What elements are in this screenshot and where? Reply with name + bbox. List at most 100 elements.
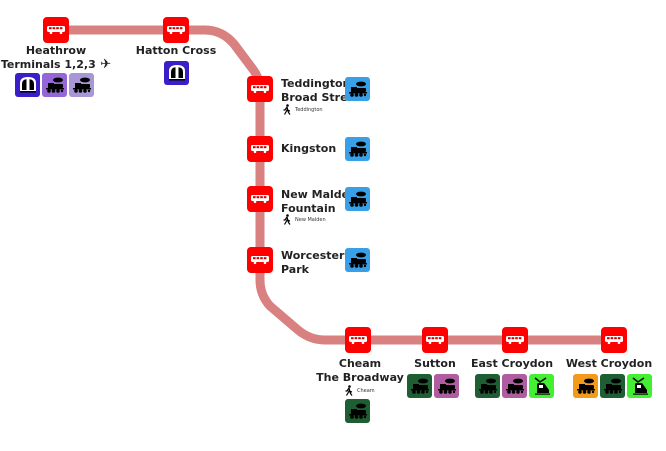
rail-interchange[interactable] [573, 374, 598, 398]
bus-stop-new-malden[interactable] [247, 186, 273, 212]
rail-interchange[interactable] [345, 187, 370, 211]
bus-route-line [51, 25, 620, 345]
bus-stop-teddington[interactable] [247, 76, 273, 102]
bus-icon [251, 256, 269, 265]
bus-stop-east-croydon[interactable] [502, 327, 528, 353]
stop-name-line: West Croydon [565, 357, 653, 370]
train-icon [348, 141, 367, 157]
train-icon [72, 77, 91, 93]
walking-person-icon [283, 214, 291, 225]
train-icon [505, 378, 524, 394]
train-icon [437, 378, 456, 394]
stop-name-line: Park [281, 263, 309, 276]
stop-name-line: New Malden [281, 188, 357, 201]
interchange-modes-worcester-park [345, 248, 370, 272]
tram-interchange[interactable] [529, 374, 554, 398]
rail-interchange[interactable] [475, 374, 500, 398]
stop-name-line: Kingston [281, 142, 337, 155]
bus-icon [47, 26, 65, 35]
tram-icon [534, 377, 550, 395]
bus-icon [506, 336, 524, 345]
walk-destination: Teddington [295, 106, 323, 113]
rail-interchange[interactable] [345, 77, 370, 101]
walking-person-icon [283, 104, 291, 115]
underground-icon [19, 77, 36, 93]
train-icon [45, 77, 64, 93]
stop-name-line: Cheam [338, 357, 382, 370]
tram-interchange[interactable] [627, 374, 652, 398]
interchange-modes-sutton [407, 374, 459, 398]
walking-transfer-cheam: Cheam [344, 385, 375, 396]
stop-label-sutton: Sutton [414, 357, 456, 371]
stop-label-hatton-cross: Hatton Cross [136, 44, 217, 58]
stop-name-line: Worcester [281, 249, 345, 262]
rail-interchange[interactable] [69, 73, 94, 97]
interchange-modes-kingston [345, 137, 370, 161]
interchange-modes-cheam [345, 399, 370, 423]
bus-stop-kingston[interactable] [247, 136, 273, 162]
underground-interchange[interactable] [164, 61, 189, 85]
train-icon [348, 403, 367, 419]
rail-interchange[interactable] [434, 374, 459, 398]
train-icon [348, 191, 367, 207]
walking-transfer-teddington: Teddington [282, 104, 323, 115]
stop-name-line: Hatton Cross [135, 44, 217, 57]
rail-interchange[interactable] [345, 399, 370, 423]
bus-icon [251, 195, 269, 204]
bus-stop-heathrow[interactable] [43, 17, 69, 43]
bus-stop-cheam[interactable] [345, 327, 371, 353]
interchange-modes-heathrow [15, 73, 94, 97]
interchange-modes-teddington [345, 77, 370, 101]
stop-name-line: Heathrow [25, 44, 87, 57]
rail-interchange[interactable] [407, 374, 432, 398]
underground-icon [168, 65, 185, 81]
bus-icon [349, 336, 367, 345]
bus-icon [426, 336, 444, 345]
train-icon [348, 252, 367, 268]
stop-name-line: Terminals 1,2,3 ✈ [0, 57, 112, 72]
stop-name-line: Fountain [281, 202, 336, 215]
train-icon [410, 378, 429, 394]
train-icon [478, 378, 497, 394]
tram-icon [632, 377, 648, 395]
interchange-modes-hatton-cross [164, 61, 189, 85]
bus-icon [251, 85, 269, 94]
walking-transfer-new-malden: New Malden [282, 214, 326, 225]
train-icon [576, 378, 595, 394]
stop-name-line: Sutton [414, 357, 456, 370]
rail-interchange[interactable] [345, 248, 370, 272]
rail-interchange[interactable] [600, 374, 625, 398]
interchange-modes-new-malden [345, 187, 370, 211]
stop-name-line: The Broadway [316, 371, 404, 384]
bus-stop-west-croydon[interactable] [601, 327, 627, 353]
interchange-modes-east-croydon [475, 374, 554, 398]
rail-interchange[interactable] [42, 73, 67, 97]
rail-interchange[interactable] [502, 374, 527, 398]
bus-stop-hatton-cross[interactable] [163, 17, 189, 43]
rail-interchange[interactable] [345, 137, 370, 161]
bus-icon [251, 145, 269, 154]
bus-stop-worcester-park[interactable] [247, 247, 273, 273]
train-icon [348, 81, 367, 97]
bus-icon [605, 336, 623, 345]
interchange-modes-west-croydon [573, 374, 652, 398]
stop-label-east-croydon: East Croydon [471, 357, 553, 371]
bus-icon [167, 26, 185, 35]
bus-stop-sutton[interactable] [422, 327, 448, 353]
walking-person-icon [345, 385, 353, 396]
stop-name-line: East Croydon [470, 357, 554, 370]
walk-destination: New Malden [295, 216, 326, 223]
stop-name-line: Broad Street [281, 91, 361, 104]
stop-label-kingston: Kingston [281, 142, 336, 156]
underground-interchange[interactable] [15, 73, 40, 97]
airport-plane-icon: ✈ [95, 57, 112, 72]
walk-destination: Cheam [357, 387, 375, 394]
stop-label-west-croydon: West Croydon [566, 357, 652, 371]
train-icon [603, 378, 622, 394]
